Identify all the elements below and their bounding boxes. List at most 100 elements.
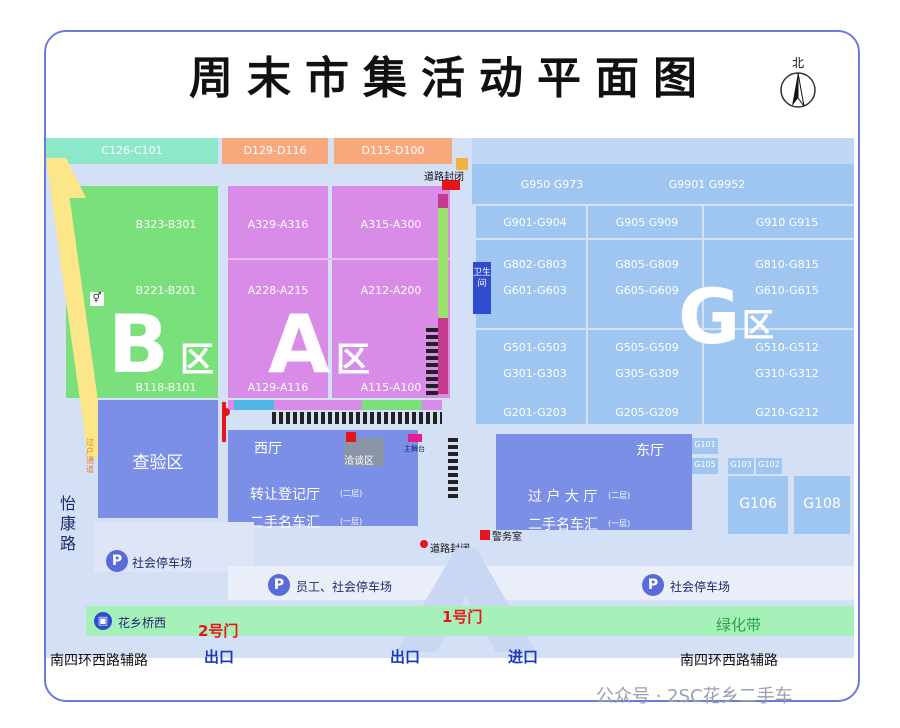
zone-a-divider xyxy=(328,186,332,398)
g-grid-hline-1 xyxy=(476,238,854,240)
zone-b-suffix: 区 xyxy=(180,340,214,380)
exit-left-label: 出口 xyxy=(204,648,235,666)
block-g102 xyxy=(756,458,782,474)
pedestrian-icon xyxy=(456,158,468,170)
label-g-r3-3: G610-G615 xyxy=(755,284,819,297)
label-g-top-r: G9901 G9952 xyxy=(668,178,746,191)
inspection-strip xyxy=(222,402,226,442)
label-a-r1: A315-A300 xyxy=(360,218,422,231)
label-g-r5-3: G310-G312 xyxy=(755,367,819,380)
label-g-r4-3: G510-G512 xyxy=(755,341,819,354)
label-d-left: D129-D116 xyxy=(243,144,307,157)
block-g103 xyxy=(728,458,754,474)
block-g105 xyxy=(692,458,718,474)
label-g101: G101 xyxy=(694,440,716,449)
label-g-r6-2: G205-G209 xyxy=(615,406,679,419)
police-label: 警务室 xyxy=(492,532,522,543)
east-hall xyxy=(496,434,692,530)
car-row-horizontal xyxy=(272,412,442,424)
block-c-row xyxy=(46,138,218,164)
south-aux-left-label: 南四环西路辅路 xyxy=(50,653,148,669)
zone-a xyxy=(228,186,450,398)
label-g105: G105 xyxy=(694,460,716,469)
label-g-r3-1: G601-G603 xyxy=(503,284,567,297)
parking-staff-label: 员工、社会停车场 xyxy=(296,580,393,594)
entrance-label: 进口 xyxy=(508,648,539,666)
parking-social-right-label: 社会停车场 xyxy=(670,580,731,594)
north-label: 北 xyxy=(791,56,804,70)
label-d-right: D115-D100 xyxy=(361,144,425,157)
g-grid-hline-2 xyxy=(476,328,854,330)
block-g108 xyxy=(794,476,850,534)
toilet-sign xyxy=(473,262,491,314)
parking-icon-right: P xyxy=(642,574,664,596)
car-row xyxy=(426,328,438,398)
road-closed-bottom: 道路封闭 xyxy=(430,544,470,555)
famous-east-label: 二手名车汇 xyxy=(528,517,598,533)
label-g108: G108 xyxy=(803,496,841,512)
zone-a-divider-h1 xyxy=(228,258,450,260)
label-g-r6-3: G210-G212 xyxy=(755,406,819,419)
watermark: 公众号 · 2SC花乡二手车 xyxy=(596,686,793,707)
label-b-3: B118-B101 xyxy=(135,381,197,394)
g-grid-vline-2 xyxy=(702,206,704,424)
green-belt-label: 绿化带 xyxy=(716,616,762,634)
middle-strip-green xyxy=(438,208,448,318)
road-closed-bottom-marker xyxy=(420,540,428,548)
zone-g-letter: G xyxy=(678,272,741,361)
zone-g-top-row xyxy=(472,164,854,204)
parking-icon-mid: P xyxy=(268,574,290,596)
label-g-r3-2: G605-G609 xyxy=(615,284,679,297)
label-a-l1: A329-A316 xyxy=(247,218,309,231)
famous-east-floor-label: (一层) xyxy=(608,519,631,528)
car-column xyxy=(448,438,458,498)
green-belt xyxy=(86,606,854,636)
road-closed-top-marker xyxy=(442,180,460,190)
label-g103: G103 xyxy=(730,460,752,469)
transfer-label: 转让登记厅 xyxy=(250,487,320,503)
toilet-b-icon: ⚥ xyxy=(90,292,104,306)
zone-a-letter: A xyxy=(268,298,330,391)
gate1-road xyxy=(396,548,536,652)
parking-social-left-label: 社会停车场 xyxy=(132,556,193,570)
label-g-r6-1: G201-G203 xyxy=(503,406,567,419)
bus-icon: ▣ xyxy=(94,612,112,630)
strip-row xyxy=(228,400,442,410)
map-area: C126-C101 D129-D116 D115-D100 B323-B301 … xyxy=(46,138,854,694)
zone-a-suffix: 区 xyxy=(336,340,370,380)
main-stage-marker xyxy=(408,434,422,442)
block-d-right xyxy=(334,138,452,164)
label-g-r1-3: G910 G915 xyxy=(755,216,819,229)
negotiation-zone xyxy=(344,438,384,466)
label-g-r5-1: G301-G303 xyxy=(503,367,567,380)
transfer-floor-label: (二层) xyxy=(340,489,363,498)
label-g102: G102 xyxy=(758,460,780,469)
strip-left xyxy=(234,400,274,410)
famous-west-label: 二手名车汇 xyxy=(250,515,320,531)
block-g106 xyxy=(728,476,788,534)
label-g-r5-2: G305-G309 xyxy=(615,367,679,380)
label-a-l3: A129-A116 xyxy=(247,381,309,394)
south-aux-right-label: 南四环西路辅路 xyxy=(680,653,778,669)
label-g-r2-1: G802-G803 xyxy=(503,258,567,271)
famous-west-floor-label: (一层) xyxy=(340,517,363,526)
zone-g-grid xyxy=(476,206,854,424)
gate2-label: 2号门 xyxy=(198,622,239,640)
block-d-left xyxy=(222,138,328,164)
label-g-r4-2: G505-G509 xyxy=(615,341,679,354)
road-closed-top: 道路封闭 xyxy=(424,172,464,183)
parking-staff-band xyxy=(228,566,854,600)
compass-arrow-icon xyxy=(780,72,816,108)
east-hall-label: 东厅 xyxy=(636,443,664,459)
exit-mid-label: 出口 xyxy=(390,648,421,666)
zone-b-letter: B xyxy=(108,298,169,391)
negotiation-label: 洽谈区 xyxy=(344,456,374,467)
label-a-l2: A228-A215 xyxy=(247,284,309,297)
hukou-floor-label: (二层) xyxy=(608,491,631,500)
main-stage-label: 主舞台 xyxy=(404,445,425,453)
zone-g-suffix: 区 xyxy=(742,306,775,344)
label-g106: G106 xyxy=(739,496,777,512)
label-g-r2-3: G810-G815 xyxy=(755,258,819,271)
diagonal-road xyxy=(46,158,106,458)
first-aid-icon xyxy=(346,432,356,442)
